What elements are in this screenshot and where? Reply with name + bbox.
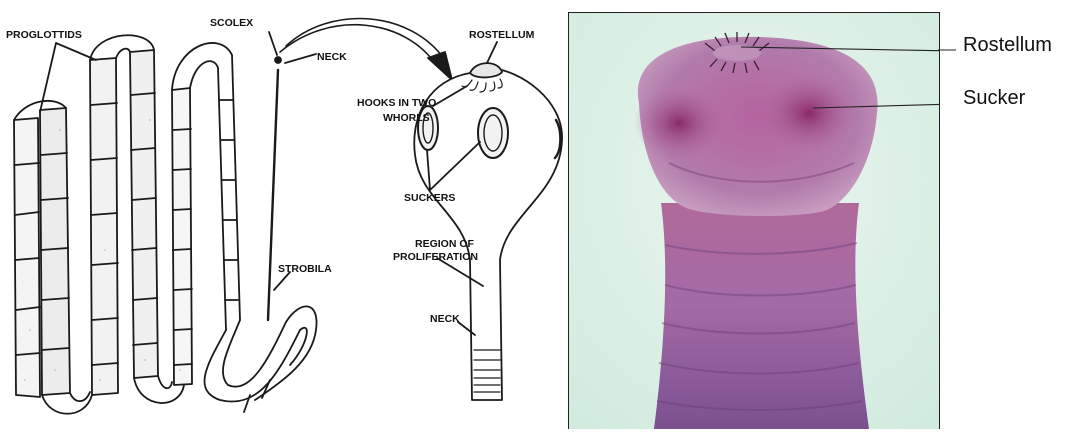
label-hooks-line2: WHORLS — [383, 112, 430, 124]
label-suckers: SUCKERS — [404, 192, 455, 204]
rostellum-shape — [470, 63, 502, 77]
scolex-stained-photo — [568, 12, 940, 429]
label-rostellum-diagram: ROSTELLUM — [469, 29, 535, 41]
label-region-line1: REGION OF — [415, 238, 475, 250]
label-neck-a: NECK — [317, 51, 347, 63]
label-sucker-photo: Sucker — [963, 87, 1025, 110]
label-neck-b: NECK — [430, 313, 460, 325]
strobila-segment-column-4 — [130, 50, 158, 378]
strobila-segment-column-3 — [90, 58, 118, 395]
label-hooks-line1: HOOKS IN TWO — [357, 97, 436, 109]
strobila-segment-column-5 — [172, 88, 192, 385]
sucker-right-photo — [761, 73, 857, 153]
tapeworm-line-drawing: PROGLOTTIDS SCOLEX NECK STROBILA ROSTELL… — [0, 0, 570, 428]
leader-lines-outer — [938, 40, 958, 100]
label-strobila: STROBILA — [278, 263, 332, 275]
strobila-body — [654, 203, 869, 429]
label-rostellum-photo: Rostellum — [963, 34, 1052, 57]
label-proglottids: PROGLOTTIDS — [6, 29, 82, 41]
label-region-line2: PROLIFERATION — [393, 251, 478, 263]
strobila-segment-column-2 — [40, 108, 70, 395]
sucker-left-photo — [634, 85, 724, 161]
label-scolex: SCOLEX — [210, 17, 253, 29]
